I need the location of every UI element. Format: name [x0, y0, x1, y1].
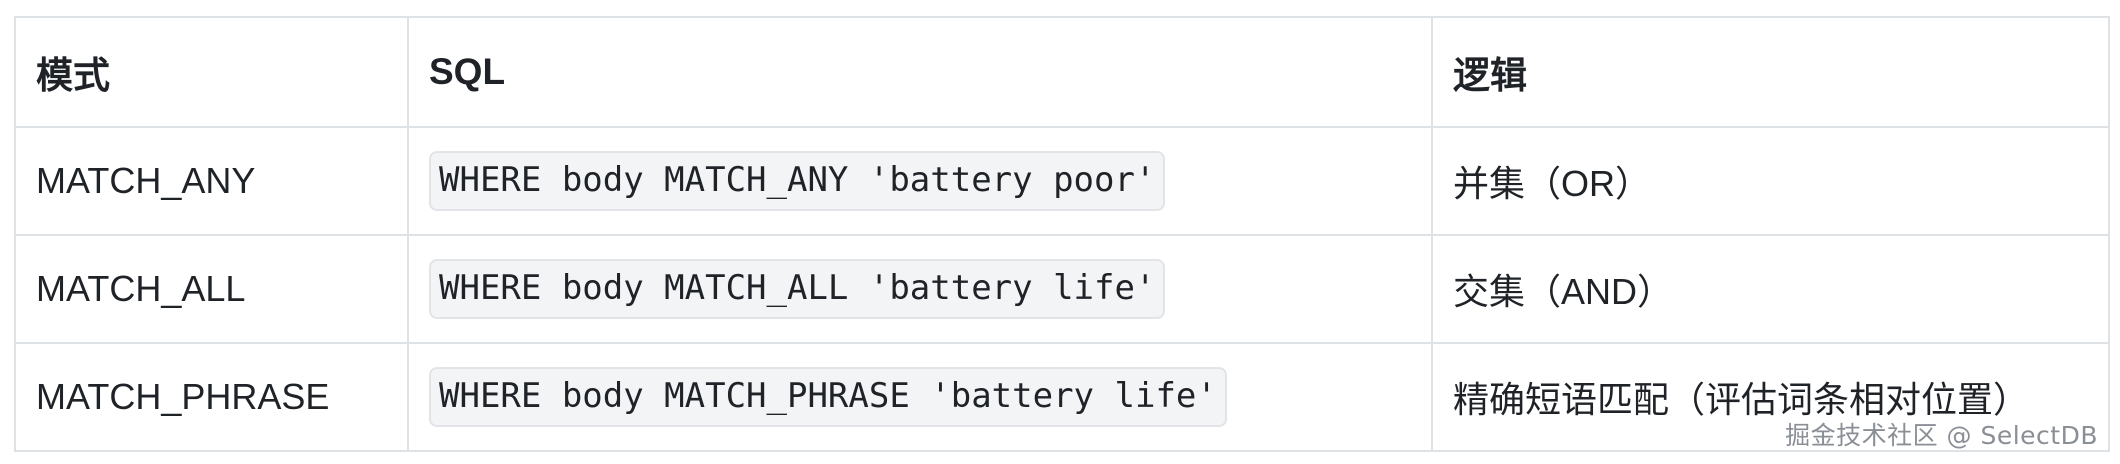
header-mode: 模式 — [14, 16, 409, 128]
mode-cell: MATCH_PHRASE — [14, 342, 409, 452]
table-row: MATCH_ANY WHERE body MATCH_ANY 'battery … — [14, 126, 2110, 236]
table-row: MATCH_ALL WHERE body MATCH_ALL 'battery … — [14, 234, 2110, 344]
sql-code: WHERE body MATCH_ALL 'battery life' — [429, 259, 1166, 319]
mode-cell: MATCH_ALL — [14, 234, 409, 344]
header-logic: 逻辑 — [1431, 16, 2110, 128]
match-modes-table: 模式 SQL 逻辑 MATCH_ANY WHERE body MATCH_ANY… — [14, 16, 2110, 452]
sql-cell: WHERE body MATCH_ANY 'battery poor' — [407, 126, 1433, 236]
sql-code: WHERE body MATCH_ANY 'battery poor' — [429, 151, 1166, 211]
sql-code: WHERE body MATCH_PHRASE 'battery life' — [429, 367, 1227, 427]
watermark: 掘金技术社区 @ SelectDB — [1785, 421, 2098, 450]
logic-cell: 交集（AND） — [1431, 234, 2110, 344]
sql-cell: WHERE body MATCH_PHRASE 'battery life' — [407, 342, 1433, 452]
table-header: 模式 SQL 逻辑 — [14, 16, 2110, 128]
header-row: 模式 SQL 逻辑 — [14, 16, 2110, 128]
mode-cell: MATCH_ANY — [14, 126, 409, 236]
sql-cell: WHERE body MATCH_ALL 'battery life' — [407, 234, 1433, 344]
header-sql: SQL — [407, 16, 1433, 128]
logic-cell: 并集（OR） — [1431, 126, 2110, 236]
table-body: MATCH_ANY WHERE body MATCH_ANY 'battery … — [14, 126, 2110, 452]
table-row: MATCH_PHRASE WHERE body MATCH_PHRASE 'ba… — [14, 342, 2110, 452]
logic-cell: 精确短语匹配（评估词条相对位置） — [1431, 342, 2110, 452]
